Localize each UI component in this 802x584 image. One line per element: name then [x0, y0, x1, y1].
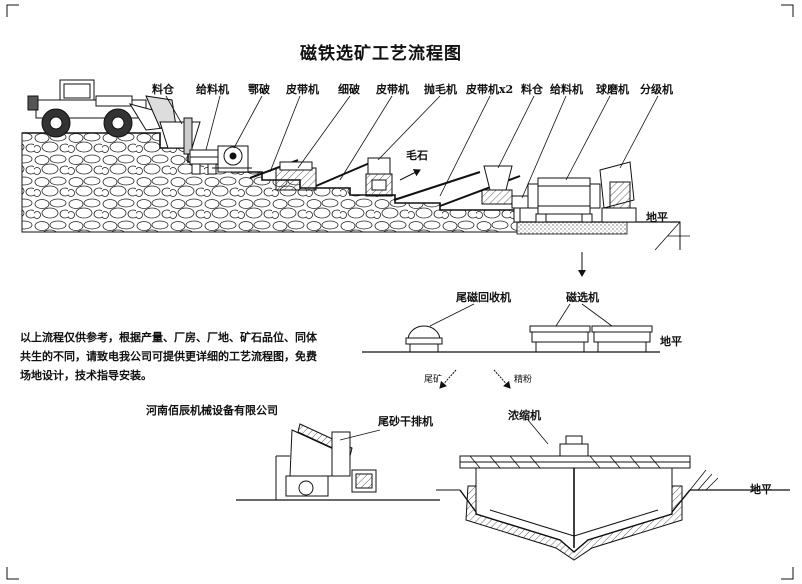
feeder-1-drawing — [189, 149, 221, 175]
jaw-crusher-drawing — [212, 145, 252, 173]
label-leader-lines — [165, 95, 659, 199]
tailings-arrow — [439, 369, 457, 389]
corner-mark-bottom-right — [781, 567, 794, 580]
thickener-drawing — [436, 419, 790, 561]
label-ground-3: 地平 — [750, 483, 772, 496]
waste-separator-drawing — [365, 157, 393, 197]
fine-crusher-drawing — [275, 161, 317, 191]
label-belt-conveyor-2: 皮带机 — [376, 83, 409, 96]
company-name: 河南佰辰机械设备有限公司 — [146, 404, 278, 417]
label-ground-2: 地平 — [660, 335, 682, 348]
concentrate-arrow — [493, 369, 511, 389]
label-bin-1: 料仓 — [152, 83, 174, 96]
process-note: 以上流程仅供参考，根据产量、厂房、厂地、矿石品位、同体共生的不同，请致电我公司可… — [20, 331, 317, 382]
separation-stage — [362, 303, 660, 353]
label-dewatering-screen: 尾砂干排机 — [378, 415, 433, 428]
label-concentrate: 精粉 — [514, 375, 533, 385]
dewatering-stage — [236, 423, 440, 501]
classifier-drawing — [599, 161, 637, 223]
label-jaw-crusher: 鄂破 — [248, 83, 270, 96]
label-belt-conveyor-1: 皮带机 — [286, 83, 319, 96]
label-waste-rock: 毛石 — [406, 149, 428, 162]
label-magnetic-separator: 磁选机 — [566, 291, 599, 304]
label-tailings: 尾矿 — [424, 375, 443, 385]
wheel-loader-drawing — [27, 79, 177, 138]
label-thickener: 浓缩机 — [508, 409, 541, 422]
label-feeder-2: 给料机 — [550, 83, 583, 96]
corner-mark-top-left — [6, 4, 19, 17]
corner-mark-bottom-left — [6, 567, 19, 580]
feeder-2-drawing — [511, 195, 533, 223]
corner-mark-top-right — [781, 4, 794, 17]
bin-2-drawing — [481, 165, 513, 205]
diagram-title: 磁铁选矿工艺流程图 — [300, 44, 462, 64]
bin-1-drawing — [159, 117, 201, 155]
label-feeder-1: 给料机 — [196, 83, 229, 96]
ball-mill-drawing — [527, 177, 601, 223]
waste-rock-arrow — [399, 169, 421, 181]
label-classifier: 分级机 — [640, 83, 673, 96]
label-bin-2: 料仓 — [521, 83, 543, 96]
label-waste-separator: 抛毛机 — [424, 83, 457, 96]
label-fine-crusher: 细破 — [338, 83, 360, 96]
label-ground-1: 地平 — [646, 211, 668, 224]
label-ball-mill: 球磨机 — [596, 83, 629, 96]
label-belt-conveyor-x2: 皮带机x2 — [466, 83, 514, 96]
label-tailings-recovery: 尾磁回收机 — [456, 291, 511, 304]
